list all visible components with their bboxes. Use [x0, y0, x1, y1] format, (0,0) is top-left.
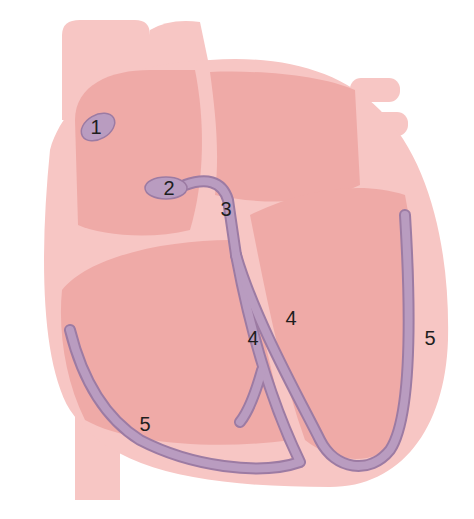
heart-outline	[44, 59, 448, 487]
atrioventricular-node	[145, 177, 187, 199]
conduction-pathway	[70, 181, 409, 468]
sinoatrial-node	[76, 108, 119, 147]
callout-number: 4	[247, 328, 258, 348]
callout-number: 2	[163, 178, 174, 198]
callout-number: 4	[285, 308, 296, 328]
right-ventricle	[61, 240, 290, 445]
right-atrium	[75, 70, 202, 235]
callout-number: 5	[139, 414, 150, 434]
callout-number: 1	[90, 117, 101, 137]
callout-number: 3	[220, 199, 231, 219]
callout-number: 5	[424, 328, 435, 348]
left-atrium	[210, 72, 360, 202]
